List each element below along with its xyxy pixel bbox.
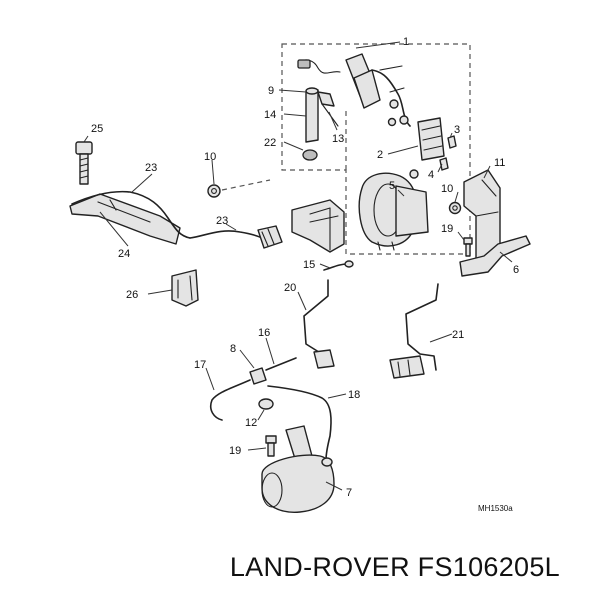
bolt-part-25 xyxy=(75,141,93,185)
callout-19-right: 19 xyxy=(441,223,453,235)
rod-part-14 xyxy=(305,87,319,143)
grommet-part-22 xyxy=(302,149,318,161)
callout-21: 21 xyxy=(452,329,464,341)
canister-part-7 xyxy=(261,425,335,513)
callout-16: 16 xyxy=(258,327,270,339)
callout-22: 22 xyxy=(264,137,276,149)
callout-10-left: 10 xyxy=(204,151,216,163)
assembly-boundary-dashed xyxy=(281,43,471,255)
callout-12: 12 xyxy=(245,417,257,429)
callout-19-lower: 19 xyxy=(229,445,241,457)
bracket-center xyxy=(291,199,345,253)
bolt-part-19-lower xyxy=(265,435,277,457)
callout-23-lower: 23 xyxy=(216,215,228,227)
pin-part-9 xyxy=(317,91,335,107)
nut-part-10-right xyxy=(448,201,462,215)
screw-part-4 xyxy=(439,157,449,171)
callout-11: 11 xyxy=(494,157,505,169)
part-caption: LAND-ROVER FS106205L xyxy=(229,552,560,582)
callout-13: 13 xyxy=(332,133,344,145)
clip-part-26 xyxy=(171,269,199,307)
washer-part-12 xyxy=(258,398,274,410)
callout-26: 26 xyxy=(126,289,138,301)
callout-24: 24 xyxy=(118,248,130,260)
callout-23-upper: 23 xyxy=(145,162,157,174)
callout-10-right: 10 xyxy=(441,183,453,195)
callout-6: 6 xyxy=(513,264,519,276)
callout-3: 3 xyxy=(454,124,460,136)
servo-part-5 xyxy=(358,169,429,251)
bolt-part-19-right xyxy=(463,237,473,257)
callout-17: 17 xyxy=(194,359,206,371)
hose-part-18 xyxy=(267,385,332,461)
cable-part-23 xyxy=(71,190,263,239)
callout-7: 7 xyxy=(346,487,352,499)
callout-8: 8 xyxy=(230,343,236,355)
bracket-part-11 xyxy=(463,169,501,267)
figure-reference: MH1530a xyxy=(478,504,513,513)
union-part-8 xyxy=(249,367,267,385)
callout-25: 25 xyxy=(91,123,103,135)
callout-18: 18 xyxy=(348,389,360,401)
callout-9: 9 xyxy=(268,85,274,97)
callout-20: 20 xyxy=(284,282,296,294)
callout-1: 1 xyxy=(403,36,409,48)
leader-lines xyxy=(83,41,513,491)
pipe-part-20 xyxy=(303,279,335,369)
callout-15: 15 xyxy=(303,259,315,271)
pipe-part-15 xyxy=(323,260,354,271)
callout-4: 4 xyxy=(428,169,434,181)
hose-part-17 xyxy=(209,379,251,421)
callout-2: 2 xyxy=(377,149,383,161)
callout-14: 14 xyxy=(264,109,276,121)
module-part-2 xyxy=(417,117,445,161)
bracket-part-24 xyxy=(69,193,181,245)
boot-part-23 xyxy=(257,225,283,249)
callout-5: 5 xyxy=(389,180,395,192)
pipe-part-21 xyxy=(389,283,439,379)
pipe-part-16 xyxy=(265,357,297,371)
bracket-part-6 xyxy=(459,235,531,277)
screw-part-3 xyxy=(447,135,457,149)
switch-assembly-part-1 xyxy=(297,53,411,127)
nut-part-10-left xyxy=(207,179,271,198)
